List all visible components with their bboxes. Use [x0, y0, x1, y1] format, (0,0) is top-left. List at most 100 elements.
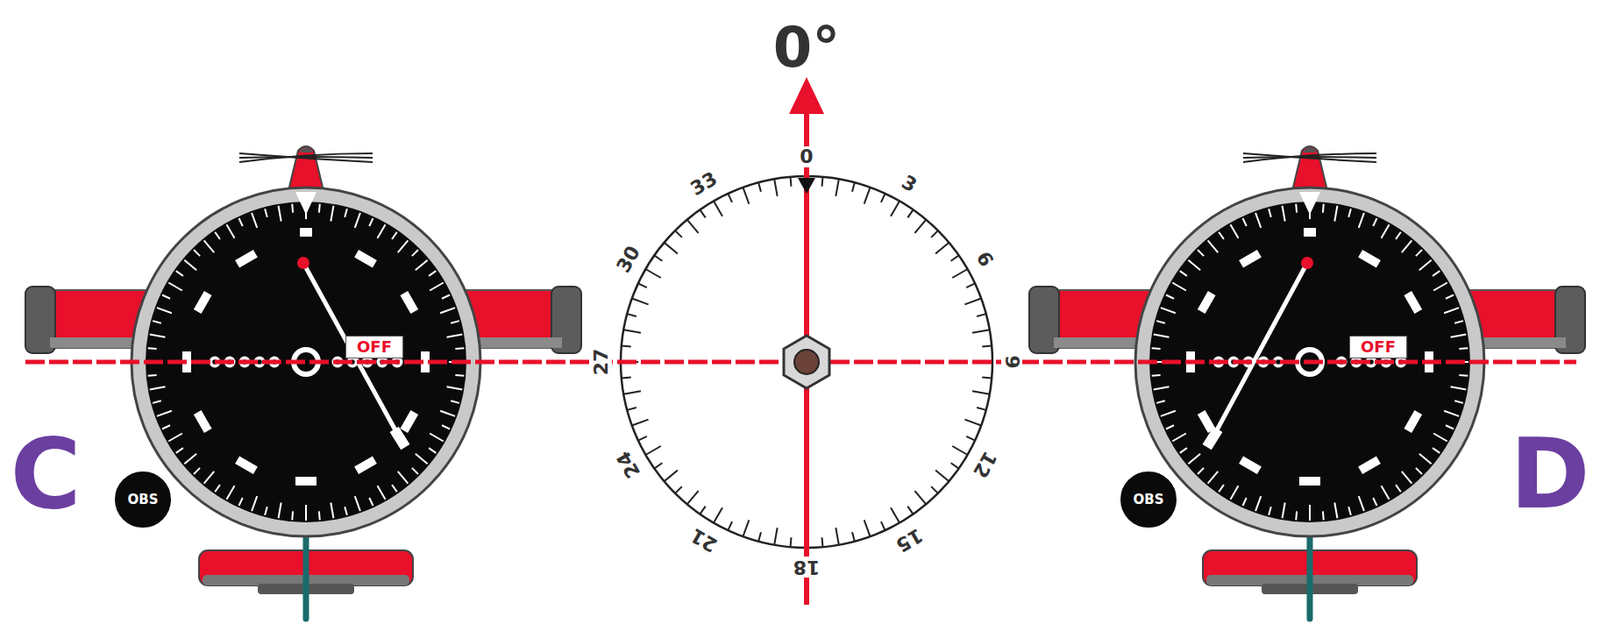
reference-lines [25, 77, 1577, 605]
dial-tick [412, 468, 419, 475]
dial-tick [1172, 283, 1187, 292]
dial-tick [440, 411, 456, 417]
dial-tick [1450, 386, 1467, 390]
compass-tick [623, 329, 641, 333]
dial-tick [1218, 232, 1224, 240]
compass-tick [966, 283, 975, 288]
compass-tick [931, 486, 939, 494]
compass-tick [890, 507, 900, 523]
dial-tick [278, 503, 282, 520]
dial-tick [152, 400, 162, 404]
compass-tick [964, 419, 982, 427]
compass-tick [976, 407, 987, 411]
dial-tick [227, 224, 235, 239]
course-bar [234, 249, 258, 269]
compass-tick [623, 391, 641, 394]
propeller-blade [1243, 156, 1377, 158]
needle-end [390, 426, 411, 451]
dial-tick [1243, 218, 1247, 227]
dial-tick [251, 496, 257, 512]
dial-tick [1230, 485, 1239, 500]
dial-tick [1243, 497, 1247, 506]
compass-tick [758, 182, 761, 192]
dial-tick [415, 260, 428, 271]
dial-tick [1415, 468, 1423, 475]
spinner [1302, 147, 1317, 153]
course-bar [1238, 249, 1262, 269]
dial-tick [1160, 307, 1176, 313]
dial-tick [1282, 206, 1286, 222]
dial-tick [1294, 511, 1298, 520]
dial-tick [1445, 295, 1454, 299]
compass-tick [654, 255, 662, 261]
compass-tick [907, 209, 913, 218]
compass-tick [935, 242, 949, 255]
spinner [298, 147, 313, 153]
cdi-needle [1212, 263, 1308, 439]
compass-tick [621, 376, 632, 380]
obs-knob [113, 470, 172, 529]
compass-tick [742, 187, 749, 205]
dial-tick [1419, 454, 1432, 465]
dial-tick [398, 240, 409, 253]
dial-tick [391, 232, 398, 240]
dial-tick [1160, 411, 1176, 417]
compass-tick [835, 178, 839, 197]
dial-tick [344, 506, 348, 516]
dial-tick [1230, 224, 1239, 239]
course-bar [1299, 476, 1321, 486]
dial-tick [1180, 270, 1188, 277]
compass-tick [687, 220, 699, 234]
dial-tick [193, 468, 200, 475]
dial-tick [415, 454, 428, 465]
compass-tick [774, 527, 777, 546]
off-flag: OFF [1349, 335, 1408, 359]
compass-number: 21 [685, 523, 723, 557]
dial-tick [148, 374, 157, 377]
propeller-blade [1243, 153, 1377, 163]
dial-tick [239, 497, 243, 506]
compass-number: 3 [896, 170, 923, 198]
heading-label: 0° [773, 19, 841, 76]
compass-tick [742, 519, 749, 537]
deviation-dot-core [1275, 359, 1281, 365]
compass-tick [864, 519, 871, 537]
compass-tick [852, 532, 855, 542]
compass-tick [621, 345, 632, 349]
dial-tick [1282, 503, 1286, 520]
compass-tick [972, 329, 990, 333]
compass-tick [914, 490, 926, 505]
compass-tick [951, 462, 960, 469]
lubber-triangle [797, 177, 816, 194]
compass-number: 18 [791, 556, 823, 578]
dial-tick [1180, 448, 1188, 454]
compass-number: 30 [611, 241, 646, 278]
dial-tick [441, 295, 450, 299]
obs-label: OBS [128, 493, 159, 507]
compass-tick [699, 209, 705, 218]
dial-tick [1166, 295, 1174, 299]
compass-number: 27 [590, 347, 612, 378]
dial-tick [1334, 206, 1337, 222]
compass-tick [907, 506, 913, 515]
dial-tick [1433, 433, 1448, 442]
dial-tick [1381, 224, 1390, 239]
dial-tick [1395, 484, 1401, 492]
course-bar [193, 410, 213, 434]
needle-pivot [1301, 256, 1314, 270]
dial-tick [1395, 232, 1401, 240]
dial-tick [291, 204, 294, 214]
dial-tick [441, 425, 450, 429]
dial-tick [1358, 496, 1365, 512]
compass-tick [935, 469, 949, 482]
dial-tick [148, 347, 157, 350]
dial-tick [1433, 283, 1448, 292]
dial-tick [1218, 484, 1224, 492]
dial-tick [447, 386, 463, 390]
compass-tick [699, 506, 705, 515]
obs-knob [1119, 470, 1178, 529]
compass-number: 24 [611, 446, 646, 484]
dial-tick [1187, 260, 1201, 271]
dial-tick [1197, 468, 1204, 475]
